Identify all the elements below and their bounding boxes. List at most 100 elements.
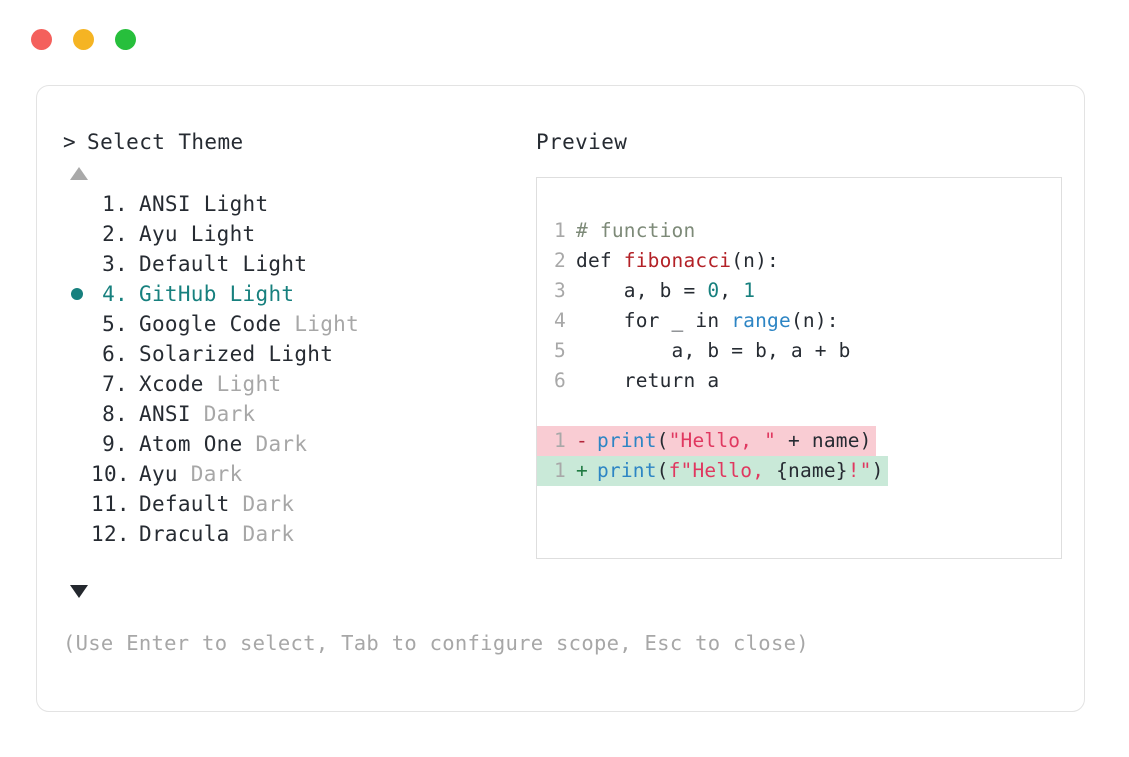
theme-list-item[interactable]: 4. GitHub Light xyxy=(63,279,533,309)
selection-bullet-cell xyxy=(63,399,91,429)
selection-bullet-cell xyxy=(63,429,91,459)
code-line: 1 # function xyxy=(537,216,1061,246)
code-line-content: a, b = b, a + b xyxy=(576,336,851,366)
window-controls xyxy=(31,28,136,50)
close-window-button[interactable] xyxy=(31,28,52,50)
theme-item-name: Ayu xyxy=(139,222,191,246)
theme-item-name: Ayu xyxy=(139,462,191,486)
code-token: def xyxy=(576,249,624,272)
theme-list-item[interactable]: 8.ANSI Dark xyxy=(63,399,533,429)
theme-item-index: 3. xyxy=(102,252,128,276)
code-token: ( xyxy=(656,429,669,452)
theme-item-variant: Dark xyxy=(242,492,295,516)
theme-item-variant: Dark xyxy=(190,462,243,486)
selection-bullet-cell xyxy=(63,189,91,219)
theme-item-name: Default xyxy=(139,252,243,276)
theme-item-variant: Light xyxy=(203,192,269,216)
line-number: 5 xyxy=(554,339,566,362)
scroll-up-arrow-icon[interactable] xyxy=(70,167,88,180)
code-token: {name} xyxy=(776,459,848,482)
theme-item-variant: Dark xyxy=(242,522,295,546)
theme-item-name: Atom One xyxy=(139,432,256,456)
selection-bullet-cell xyxy=(63,489,91,519)
code-token: return a xyxy=(576,369,720,392)
theme-item-name: Google Code xyxy=(139,312,295,336)
diff-removed-line: 1-print("Hello, " + name) xyxy=(537,426,876,456)
theme-list-item[interactable]: 6.Solarized Light xyxy=(63,339,533,369)
theme-item-variant: Light xyxy=(268,342,334,366)
code-line: 3 a, b = 0, 1 xyxy=(537,276,1061,306)
code-token: print xyxy=(596,429,657,452)
selected-bullet-icon xyxy=(71,288,83,300)
theme-list-item[interactable]: 1.ANSI Light xyxy=(63,189,533,219)
selection-bullet-cell xyxy=(63,339,91,369)
theme-item-name: Xcode xyxy=(139,372,217,396)
code-line-content: for _ in range(n): xyxy=(576,306,839,336)
diff-added-line: 1+print(f"Hello, {name}!") xyxy=(537,456,888,486)
theme-list-item[interactable]: 12.Dracula Dark xyxy=(63,519,533,549)
code-token: print xyxy=(596,459,657,482)
theme-list-item[interactable]: 3. Default Light xyxy=(63,249,533,279)
code-token: f"Hello, xyxy=(668,459,777,482)
code-token: fibonacci xyxy=(623,249,732,272)
code-diff-spacer xyxy=(537,396,1061,426)
code-line: 5 a, b = b, a + b xyxy=(537,336,1061,366)
theme-list-item[interactable]: 7. Xcode Light xyxy=(63,369,533,399)
code-token: , xyxy=(719,279,744,302)
selection-bullet-cell xyxy=(63,249,91,279)
theme-item-index: 4. xyxy=(102,282,128,306)
theme-item-name: GitHub xyxy=(139,282,230,306)
code-token: a, b = xyxy=(576,279,708,302)
theme-item-index: 8. xyxy=(102,402,128,426)
theme-item-index: 11. xyxy=(91,492,130,516)
diff-line-content: print("Hello, " + name) xyxy=(597,426,876,456)
code-token: 0 xyxy=(707,279,720,302)
theme-item-index: 1. xyxy=(102,192,128,216)
selection-bullet-cell xyxy=(63,369,91,399)
line-number: 4 xyxy=(554,309,566,332)
selection-bullet-cell xyxy=(63,459,91,489)
diff-sign: - xyxy=(576,429,588,452)
minimize-window-button[interactable] xyxy=(73,28,94,50)
selection-bullet-cell xyxy=(63,279,91,309)
line-number: 6 xyxy=(554,369,566,392)
theme-list-item[interactable]: 9.Atom One Dark xyxy=(63,429,533,459)
theme-item-index: 7. xyxy=(102,372,128,396)
scroll-down-arrow-wrap xyxy=(63,580,88,606)
theme-item-variant: Light xyxy=(294,312,360,336)
theme-list-item[interactable]: 5.Google Code Light xyxy=(63,309,533,339)
keyboard-hint: (Use Enter to select, Tab to configure s… xyxy=(63,631,809,655)
code-line: 6 return a xyxy=(537,366,1061,396)
theme-list-item[interactable]: 11. Default Dark xyxy=(63,489,533,519)
code-token: a, b = b, a + b xyxy=(576,339,851,362)
theme-item-variant: Light xyxy=(216,372,282,396)
code-line: 4 for _ in range(n): xyxy=(537,306,1061,336)
code-token: ) xyxy=(871,459,884,482)
theme-list-item[interactable]: 10.Ayu Dark xyxy=(63,459,533,489)
code-token: range xyxy=(731,309,791,332)
code-line-content: def fibonacci(n): xyxy=(576,246,779,276)
theme-list-item[interactable]: 2.Ayu Light xyxy=(63,219,533,249)
theme-item-variant: Dark xyxy=(203,402,256,426)
theme-item-index: 12. xyxy=(91,522,130,546)
diff-line-content: print(f"Hello, {name}!") xyxy=(597,456,888,486)
prompt-header: > Select Theme xyxy=(63,130,533,158)
theme-item-variant: Light xyxy=(242,252,308,276)
selection-bullet-cell xyxy=(63,219,91,249)
code-token: # function xyxy=(576,219,696,242)
code-line-content: return a xyxy=(576,366,719,396)
theme-item-index: 9. xyxy=(102,432,128,456)
code-token: for _ in xyxy=(576,309,732,332)
selection-bullet-cell xyxy=(63,519,91,549)
zoom-window-button[interactable] xyxy=(115,28,136,50)
line-number: 1 xyxy=(554,219,566,242)
theme-item-name: Default xyxy=(139,492,243,516)
diff-line-number: 1 xyxy=(554,429,566,452)
scroll-down-arrow-icon[interactable] xyxy=(70,585,88,598)
theme-item-variant: Light xyxy=(190,222,256,246)
theme-item-variant: Light xyxy=(229,282,295,306)
